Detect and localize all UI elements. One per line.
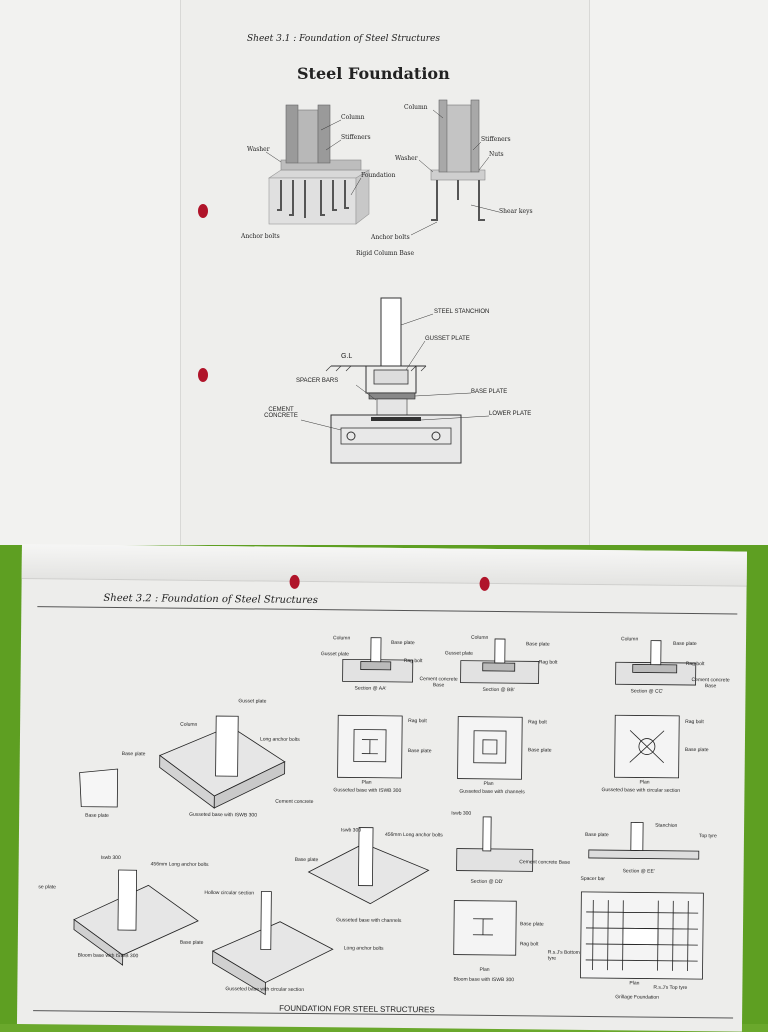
- sheet-3-1: Sheet 3.1 : Foundation of Steel Structur…: [180, 0, 590, 545]
- iso3-caption: Bloom base with ISWB 300: [77, 952, 139, 960]
- iso4-hollow: Hollow circular section: [204, 889, 255, 897]
- sheet-3-2: Sheet 3.2 : Foundation of Steel Structur…: [16, 544, 747, 1032]
- label-nuts: Nuts: [489, 151, 504, 158]
- aa-gusset-plate: Gusset plate: [320, 651, 349, 658]
- footer-title: FOUNDATION FOR STEEL STRUCTURES: [279, 1003, 435, 1015]
- aa-caption: Section @ AA': [354, 685, 387, 692]
- ee-top-tyre: Top tyre: [698, 833, 717, 840]
- label-lower-plate: LOWER PLATE: [489, 411, 532, 417]
- iso2-caption: Gusseted base with channels: [336, 917, 402, 924]
- label-column-right: Column: [404, 104, 428, 111]
- iso2-iswb: Iswb 300: [340, 827, 362, 834]
- bb-base-plate: Base plate: [525, 641, 550, 648]
- cc-cement-concrete: Cement concrete Base: [691, 677, 730, 690]
- label-stiffeners-left: Stiffeners: [341, 134, 371, 141]
- ee-base-plate: Base plate: [584, 831, 609, 839]
- p1-rag-bolt: Rag bolt: [408, 718, 427, 725]
- p3-rag-bolt: Rag bolt: [685, 718, 704, 726]
- iso1-long-anchor-bolts: Long anchor bolts: [259, 736, 300, 743]
- label-washer-left: Washer: [247, 146, 270, 153]
- cc-rag-bolt: Rag bolt: [685, 660, 705, 668]
- sheet1-handwritten-title: Sheet 3.1 : Foundation of Steel Structur…: [247, 34, 440, 44]
- figure1-caption: Rigid Column Base: [356, 250, 415, 257]
- label-gl: G.L: [341, 353, 353, 360]
- small-base-plate-label: Base plate: [85, 812, 109, 819]
- label-washer-right: Washer: [395, 155, 418, 162]
- iso1-gusset-plate: Gusset plate: [238, 698, 267, 705]
- label-cement-concrete: CEMENT CONCRETE: [264, 407, 298, 419]
- dd-cement-concrete: Cement concrete Base: [519, 859, 571, 866]
- iso4-base-plate: Base plate: [179, 939, 204, 946]
- iso1-base-plate: Base plate: [121, 751, 146, 758]
- plan-bloom-rag-bolt: Rag bolt: [519, 941, 539, 948]
- aa-cement-concrete: Cement concrete Base: [419, 676, 458, 689]
- plan-bloom-caption2: Bloom base with ISWB 300: [453, 976, 515, 984]
- p2-caption2: Gusseted base with channels: [459, 788, 525, 796]
- label-anchor-bolts-left: Anchor bolts: [241, 233, 280, 240]
- stanchion-foundation-figure: [300, 297, 490, 464]
- p3-base-plate: Base plate: [684, 746, 709, 754]
- iso1-cement-concrete: Cement concrete: [275, 798, 314, 806]
- p1-base-plate: Base plate: [407, 748, 432, 755]
- cc-column: Column: [621, 636, 639, 643]
- label-stiffeners-right: Stiffeners: [481, 136, 511, 143]
- iso2-long-anchor: Long anchor bolts: [343, 945, 384, 952]
- plan-bloom-base-plate: Base plate: [520, 921, 544, 928]
- plan-bloom-caption1: Plan: [479, 966, 490, 973]
- iso1-column: Column: [180, 721, 198, 728]
- grillage-bottom-tyre: R.s.J's Bottom tyre: [547, 949, 580, 962]
- p3-caption2: Gusseted base with circular section: [601, 787, 681, 794]
- p1-caption2: Gusseted base with ISWB 300: [333, 787, 402, 794]
- iso2-base-plate: Base plate: [294, 856, 319, 864]
- bb-column: Column: [471, 634, 489, 641]
- grillage-caption2: Grillage Foundation: [615, 994, 659, 1001]
- p3-caption1: Plan: [639, 779, 650, 786]
- p2-caption1: Plan: [483, 780, 494, 787]
- aa-base-plate: Base plate: [390, 639, 415, 647]
- cc-caption: Section @ CC': [630, 688, 664, 695]
- aa-column: Column: [332, 635, 351, 642]
- binding-ring: [198, 204, 208, 218]
- grillage-caption1: Plan: [629, 980, 640, 987]
- p2-base-plate: Base plate: [527, 747, 552, 754]
- binding-ring: [198, 368, 208, 382]
- ee-caption: Section @ EE': [622, 868, 655, 875]
- dd-caption: Section @ DD': [470, 878, 504, 886]
- label-anchor-bolts-right: Anchor bolts: [371, 234, 410, 241]
- bb-gusset-plate: Gusset plate: [444, 650, 473, 657]
- iso1-caption: Gusseted base with ISWB 300: [189, 811, 258, 819]
- iso2-anchor: 456mm Long anchor bolts: [384, 831, 443, 839]
- bb-rag-bolt: Rag bolt: [538, 659, 558, 666]
- bb-caption: Section @ BB': [482, 686, 515, 694]
- iso3-base-plate: se plate: [38, 884, 56, 891]
- top-photo: Sheet 3.1 : Foundation of Steel Structur…: [0, 0, 768, 545]
- label-base-plate: BASE PLATE: [471, 389, 508, 395]
- rigid-column-base-figure: [265, 99, 500, 236]
- label-column-left: Column: [341, 114, 365, 121]
- iso4-caption: Gusseted base with circular section: [225, 986, 305, 993]
- ee-spacer-bar: Spacer bar: [580, 875, 606, 883]
- iso3-anchor: 456mm Long anchor bolts: [150, 861, 209, 868]
- label-steel-stanchion: STEEL STANCHION: [434, 309, 490, 315]
- iso3-iswb: Iswb 300: [100, 854, 121, 862]
- sheet1-title: Steel Foundation: [297, 64, 450, 83]
- p2-rag-bolt: Rag bolt: [528, 719, 547, 726]
- p1-caption1: Plan: [361, 779, 372, 786]
- aa-rag-bolt: Rag bolt: [403, 658, 423, 665]
- ee-stanchion: Stanchion: [655, 822, 678, 829]
- cc-base-plate: Base plate: [672, 640, 697, 648]
- sheet2-drawings: [73, 637, 704, 996]
- label-spacer-bars: SPACER BARS: [296, 378, 339, 384]
- label-foundation: Foundation: [361, 172, 396, 179]
- label-gusset-plate: GUSSET PLATE: [425, 336, 470, 342]
- grillage-top-tyre: R.s.J's Top tyre: [653, 984, 688, 991]
- label-shear-keys: Shear keys: [499, 208, 533, 215]
- dd-iswb: Iswb 300: [451, 810, 472, 817]
